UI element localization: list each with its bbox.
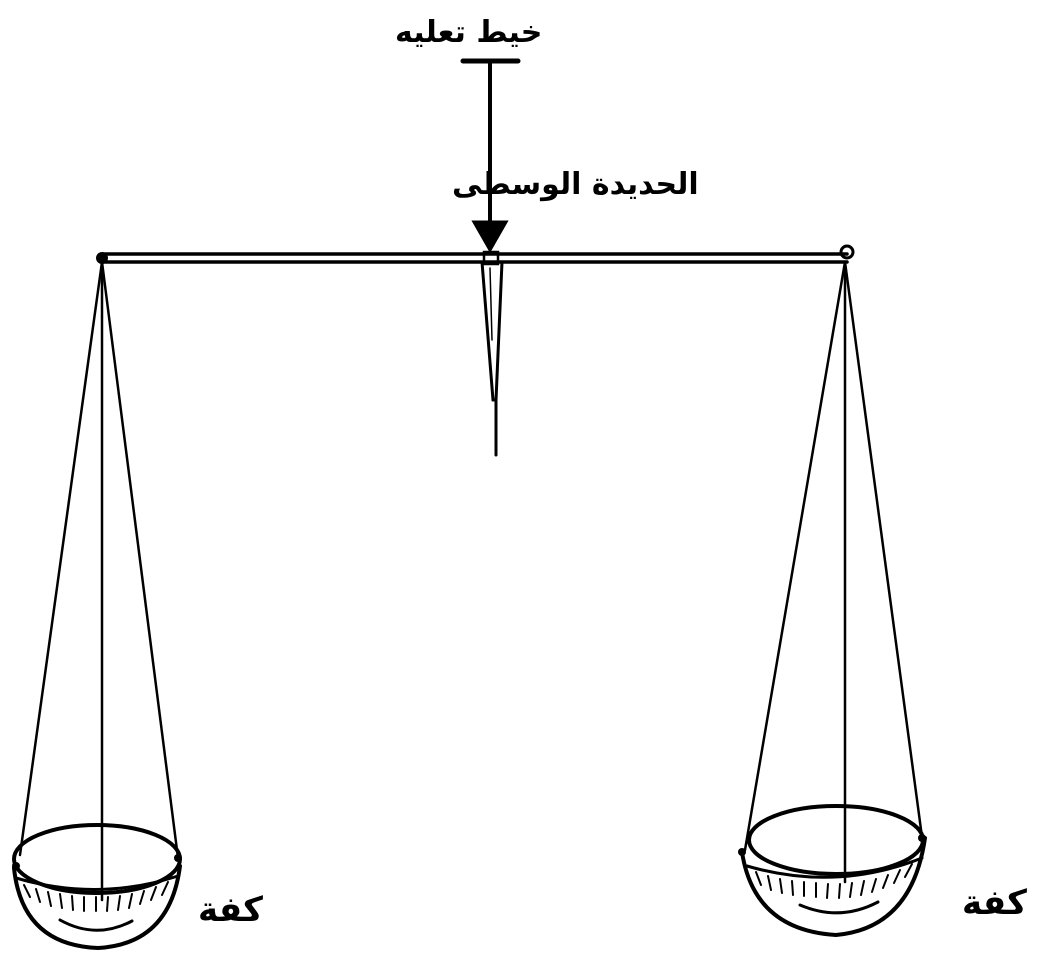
right-pan-label: كفة bbox=[962, 883, 1027, 923]
right-pan bbox=[738, 804, 927, 937]
hanging-cord bbox=[460, 58, 521, 224]
left-pan-strings bbox=[18, 260, 180, 902]
left-pan-label: كفة bbox=[198, 890, 263, 930]
balance-cord-label: خيط تعليه bbox=[395, 15, 543, 50]
right-pan-strings bbox=[743, 260, 924, 884]
left-pan bbox=[12, 823, 182, 950]
middle-iron-label: الحديدة الوسطى bbox=[452, 167, 699, 202]
balance-beam bbox=[96, 244, 855, 266]
pivot-arrow bbox=[471, 220, 509, 254]
pointer-needle bbox=[480, 260, 504, 457]
